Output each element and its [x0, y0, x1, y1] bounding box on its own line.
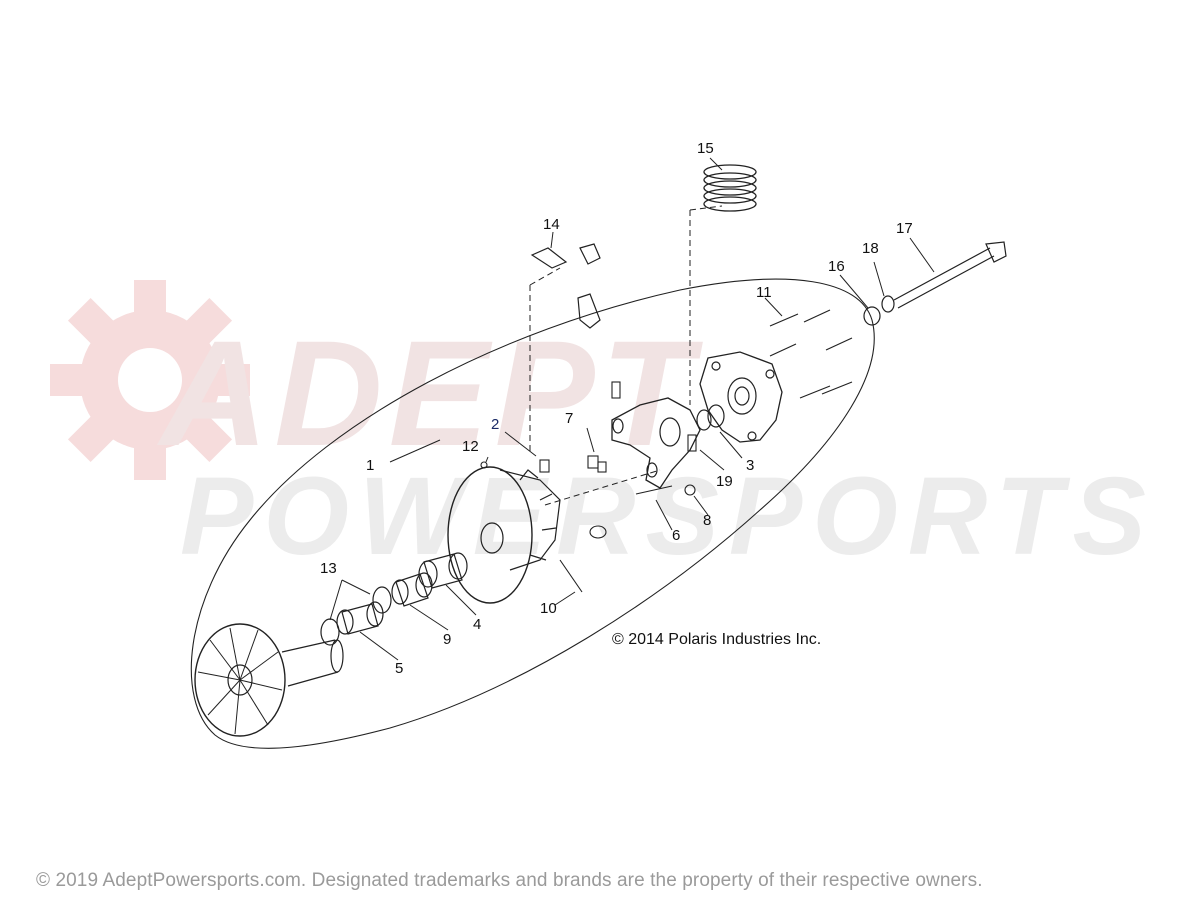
weights — [530, 243, 601, 329]
assembly-outline — [190, 278, 875, 749]
watermark-brand-sub: POWERSPORTS — [180, 455, 1156, 578]
spider — [611, 397, 701, 489]
drawing-copyright: © 2014 Polaris Industries Inc. — [612, 631, 822, 648]
guide-lines — [529, 205, 723, 506]
footer-disclaimer: © 2019 AdeptPowersports.com. Designated … — [36, 870, 983, 891]
movable-sheave — [447, 466, 561, 604]
callout-4: 4 — [473, 616, 482, 633]
callout-11: 11 — [756, 284, 772, 301]
leader-lines — [329, 157, 935, 661]
callout-17: 17 — [896, 220, 913, 237]
callout-15: 15 — [697, 140, 714, 157]
spring — [703, 164, 757, 212]
callout-6: 6 — [672, 527, 681, 544]
washer-18 — [881, 295, 895, 313]
callout-18: 18 — [862, 240, 879, 257]
bolt-17 — [893, 241, 1007, 309]
callout-5: 5 — [395, 660, 404, 677]
callout-7: 7 — [565, 410, 574, 427]
callout-2: 2 — [491, 416, 500, 433]
ring-3b — [707, 404, 725, 428]
callout-14: 14 — [543, 216, 560, 233]
callout-9: 9 — [443, 631, 452, 648]
callout-12: 12 — [462, 438, 479, 455]
callout-19: 19 — [716, 473, 733, 490]
callout-3: 3 — [746, 457, 755, 474]
fixed-sheave — [194, 623, 344, 737]
callout-16: 16 — [828, 258, 845, 275]
washer-16 — [863, 306, 881, 326]
bolts-11 — [769, 309, 853, 399]
ring-3a — [696, 409, 712, 431]
callout-10: 10 — [540, 600, 557, 617]
watermark-brand: ADEPT — [160, 309, 699, 477]
clutch-cover — [699, 351, 783, 443]
callout-13: 13 — [320, 560, 337, 577]
callout-8: 8 — [703, 512, 712, 529]
callout-1: 1 — [366, 457, 375, 474]
bushings — [320, 552, 468, 646]
small-parts — [480, 381, 697, 593]
